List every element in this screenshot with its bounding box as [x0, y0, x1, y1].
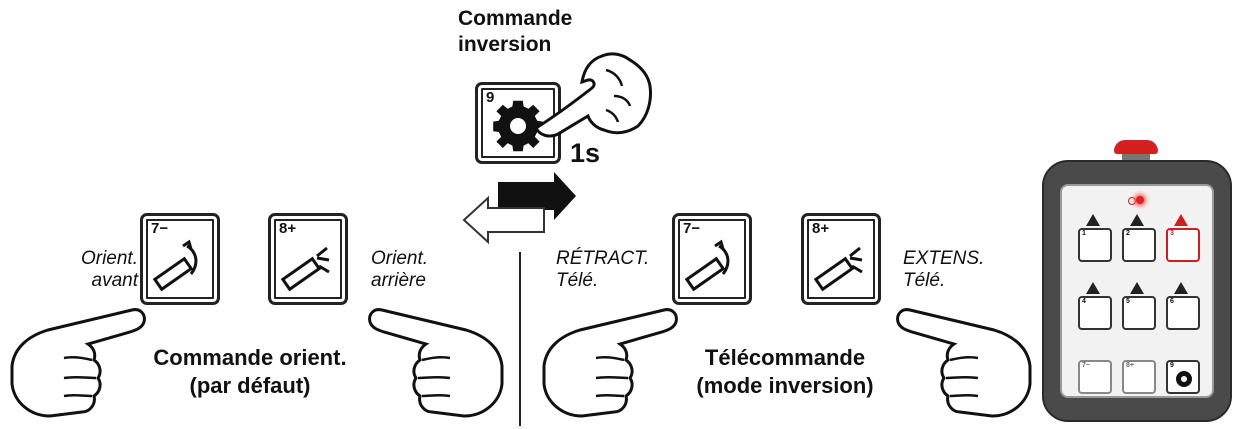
remote-key-3[interactable]: 3	[1166, 228, 1200, 262]
remote-key-7[interactable]: 7−	[1078, 360, 1112, 394]
left-key-plus-number: 8+	[279, 220, 297, 237]
remote-led-4	[1086, 282, 1100, 294]
right-key-minus[interactable]: 7−	[672, 213, 752, 305]
left-caption: Commande orient. (par défaut)	[153, 345, 347, 398]
right-key-minus-number: 7−	[683, 220, 701, 237]
remote-key-6[interactable]: 6	[1166, 296, 1200, 330]
inversion-title: Commande inversion	[448, 6, 608, 58]
gear-icon	[493, 100, 543, 152]
label-retract-tele: RÉTRACT. Télé.	[556, 248, 650, 291]
power-led-icon	[1128, 194, 1144, 208]
label-extens-tele: EXTENS. Télé.	[903, 248, 985, 291]
boom-orient-icon	[813, 246, 863, 292]
remote-key-2[interactable]: 2	[1122, 228, 1156, 262]
right-caption: Télécommande (mode inversion)	[696, 345, 874, 398]
left-key-plus[interactable]: 8+	[268, 213, 348, 305]
gear-icon	[1176, 371, 1192, 387]
remote-key-4[interactable]: 4	[1078, 296, 1112, 330]
boom-orient-icon	[152, 239, 198, 292]
remote-led-6	[1174, 282, 1188, 294]
remote-led-2	[1130, 214, 1144, 226]
press-duration: 1s	[570, 138, 601, 168]
label-orient-avant: Orient. avant	[80, 248, 138, 291]
right-key-plus[interactable]: 8+	[801, 213, 881, 305]
pointing-hand-icon	[368, 308, 504, 418]
boom-orient-icon	[280, 246, 330, 292]
inversion-title-line1: Commande	[458, 7, 573, 30]
double-arrow-icon	[462, 172, 576, 245]
inversion-key[interactable]: 9	[475, 82, 561, 164]
remote-led-1	[1086, 214, 1100, 226]
left-key-minus[interactable]: 7−	[140, 213, 220, 305]
label-orient-arriere: Orient. arrière	[371, 248, 429, 291]
boom-orient-icon	[684, 239, 730, 292]
section-divider	[519, 252, 521, 426]
remote-led-3	[1174, 214, 1188, 226]
remote-key-9[interactable]: 9	[1166, 360, 1200, 394]
remote-key-1[interactable]: 1	[1078, 228, 1112, 262]
remote-led-5	[1130, 282, 1144, 294]
remote-key-5[interactable]: 5	[1122, 296, 1156, 330]
inversion-title-line2: inversion	[458, 33, 552, 56]
remote-key-8[interactable]: 8+	[1122, 360, 1156, 394]
right-key-plus-number: 8+	[812, 220, 830, 237]
pointing-hand-icon	[896, 308, 1032, 418]
pointing-hand-icon	[542, 308, 678, 418]
remote-control: 1 2 3 4 5 6 7− 8+ 9	[1042, 140, 1232, 422]
left-key-minus-number: 7−	[151, 220, 169, 237]
inversion-key-number: 9	[486, 89, 495, 106]
emergency-stop-button[interactable]	[1114, 140, 1158, 164]
pointing-hand-icon	[534, 52, 652, 138]
pointing-hand-icon	[10, 308, 146, 418]
